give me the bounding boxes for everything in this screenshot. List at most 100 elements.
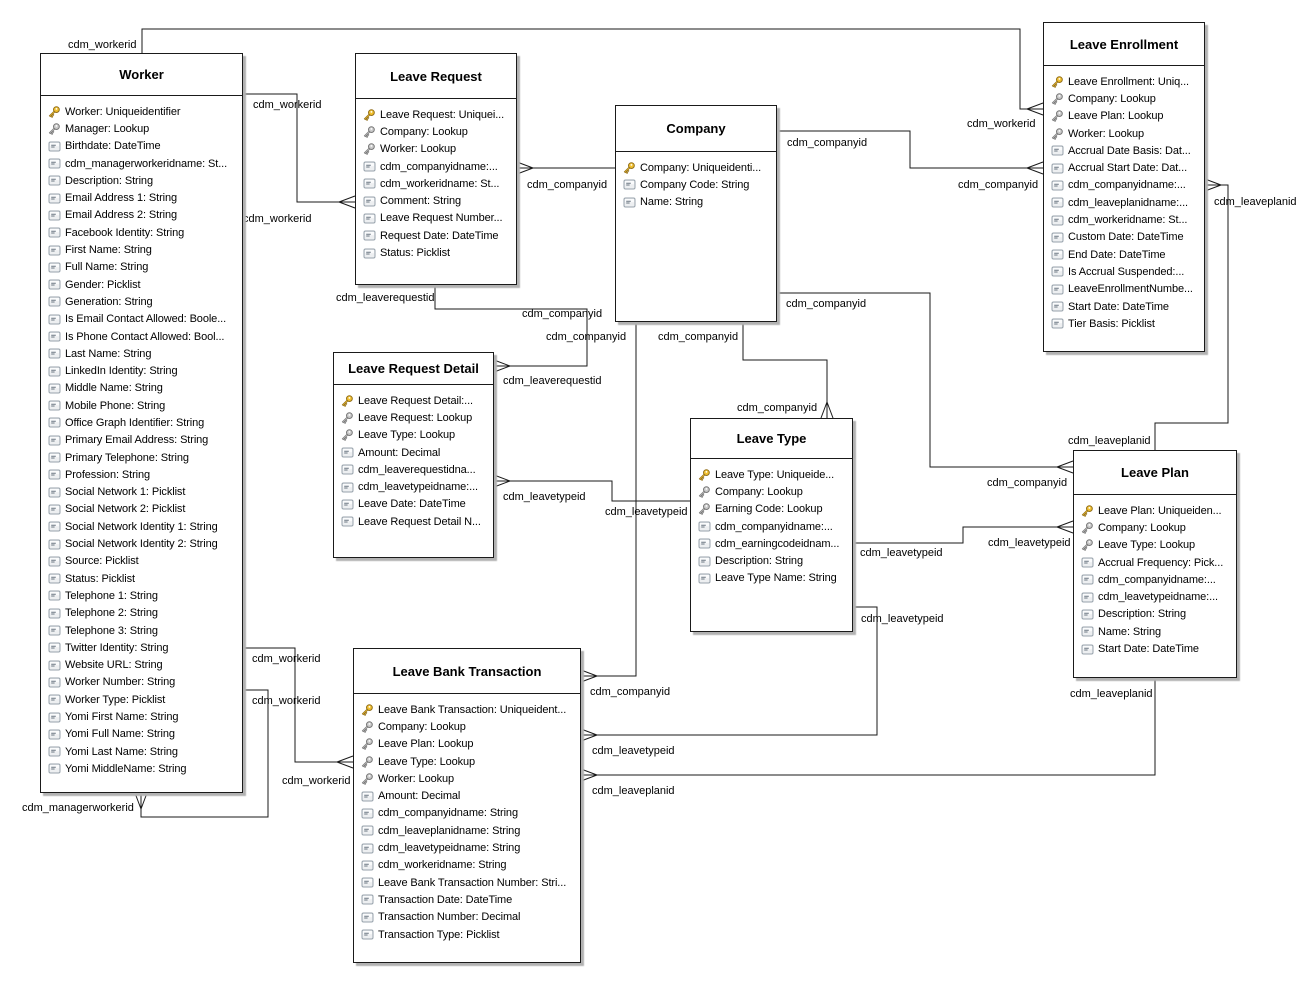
entity-field[interactable]: cdm_companyidname:... [1050,177,1201,194]
entity-field[interactable]: Comment: String [362,192,513,209]
entity-field[interactable]: Is Accrual Suspended:... [1050,263,1201,280]
entity-field[interactable]: cdm_companyidname:... [1080,571,1233,588]
entity-field[interactable]: Social Network Identity 1: String [47,518,239,535]
entity-field[interactable]: Worker: Lookup [362,141,513,158]
entity-field[interactable]: cdm_leaveplanidname:... [1050,194,1201,211]
entity-field[interactable]: Leave Request Number... [362,210,513,227]
entity-field[interactable]: Leave Type: Uniqueide... [697,466,849,483]
entity-field[interactable]: cdm_leaveplanidname: String [360,822,577,839]
entity-field[interactable]: Accrual Date Basis: Dat... [1050,142,1201,159]
entity-field[interactable]: Manager: Lookup [47,120,239,137]
entity-field[interactable]: Social Network Identity 2: String [47,535,239,552]
entity-field[interactable]: Worker: Lookup [360,770,577,787]
entity-field[interactable]: End Date: DateTime [1050,246,1201,263]
entity-field[interactable]: Company: Lookup [1050,90,1201,107]
entity-field[interactable]: LinkedIn Identity: String [47,362,239,379]
entity-field[interactable]: Telephone 2: String [47,605,239,622]
entity-field[interactable]: Generation: String [47,293,239,310]
entity-field[interactable]: Name: String [1080,623,1233,640]
entity-field[interactable]: Source: Picklist [47,553,239,570]
entity-field[interactable]: cdm_managerworkeridname: St... [47,155,239,172]
entity-field[interactable]: Last Name: String [47,345,239,362]
entity-field[interactable]: Leave Plan: Uniqueiden... [1080,502,1233,519]
entity-field[interactable]: Amount: Decimal [360,787,577,804]
entity-field[interactable]: Middle Name: String [47,380,239,397]
entity-field[interactable]: Description: String [1080,606,1233,623]
relationship-company-to-leave-request[interactable]: cdm_companyid [516,161,615,191]
entity-field[interactable]: cdm_workeridname: St... [362,175,513,192]
entity-field[interactable]: Full Name: String [47,259,239,276]
entity-field[interactable]: Leave Request Detail:... [340,392,490,409]
entity-field[interactable]: Earning Code: Lookup [697,501,849,518]
entity-field[interactable]: Leave Request: Uniquei... [362,106,513,123]
entity-field[interactable]: Leave Bank Transaction: Uniqueident... [360,701,577,718]
entity-field[interactable]: Worker Type: Picklist [47,691,239,708]
entity-field[interactable]: Transaction Number: Decimal [360,909,577,926]
entity-leave-enrollment[interactable]: Leave Enrollment Leave Enrollment: Uniq.… [1043,22,1205,352]
entity-field[interactable]: Social Network 2: Picklist [47,501,239,518]
entity-company[interactable]: Company Company: Uniqueidenti... Company… [615,105,777,322]
entity-field[interactable]: Company: Lookup [697,483,849,500]
entity-field[interactable]: Worker: Lookup [1050,125,1201,142]
entity-field[interactable]: Description: String [697,552,849,569]
entity-field[interactable]: Status: Picklist [47,570,239,587]
entity-field[interactable]: Facebook Identity: String [47,224,239,241]
entity-field[interactable]: Company: Lookup [1080,519,1233,536]
entity-field[interactable]: Start Date: DateTime [1080,640,1233,657]
entity-field[interactable]: cdm_leavetypeidname:... [1080,588,1233,605]
entity-field[interactable]: Tier Basis: Picklist [1050,315,1201,332]
entity-field[interactable]: cdm_companyidname:... [697,518,849,535]
entity-field[interactable]: Telephone 1: String [47,587,239,604]
entity-field[interactable]: Leave Bank Transaction Number: Stri... [360,874,577,891]
entity-field[interactable]: cdm_workeridname: String [360,857,577,874]
entity-field[interactable]: cdm_leavetypeidname: String [360,839,577,856]
entity-field[interactable]: Telephone 3: String [47,622,239,639]
entity-field[interactable]: Leave Enrollment: Uniq... [1050,73,1201,90]
entity-field[interactable]: Description: String [47,172,239,189]
entity-leave-request-detail[interactable]: Leave Request Detail Leave Request Detai… [333,352,494,558]
entity-field[interactable]: Yomi MiddleName: String [47,760,239,777]
entity-field[interactable]: Is Email Contact Allowed: Boole... [47,311,239,328]
entity-field[interactable]: Leave Type: Lookup [1080,537,1233,554]
entity-field[interactable]: Leave Plan: Lookup [360,736,577,753]
entity-field[interactable]: Amount: Decimal [340,444,490,461]
entity-field[interactable]: Worker: Uniqueidentifier [47,103,239,120]
entity-field[interactable]: First Name: String [47,241,239,258]
entity-field[interactable]: Yomi First Name: String [47,708,239,725]
entity-field[interactable]: Leave Type: Lookup [360,753,577,770]
entity-field[interactable]: Leave Request: Lookup [340,409,490,426]
entity-field[interactable]: cdm_companyidname:... [362,158,513,175]
entity-field[interactable]: Gender: Picklist [47,276,239,293]
entity-field[interactable]: LeaveEnrollmentNumbe... [1050,281,1201,298]
entity-field[interactable]: cdm_earningcodeidnam... [697,535,849,552]
entity-leave-type[interactable]: Leave Type Leave Type: Uniqueide... Comp… [690,418,853,632]
entity-field[interactable]: Leave Plan: Lookup [1050,108,1201,125]
entity-field[interactable]: Transaction Date: DateTime [360,891,577,908]
entity-field[interactable]: Birthdate: DateTime [47,138,239,155]
entity-field[interactable]: Email Address 1: String [47,189,239,206]
entity-field[interactable]: Social Network 1: Picklist [47,484,239,501]
entity-field[interactable]: cdm_workeridname: St... [1050,211,1201,228]
entity-field[interactable]: Name: String [622,194,773,211]
entity-field[interactable]: Company: Uniqueidenti... [622,159,773,176]
entity-field[interactable]: Yomi Last Name: String [47,743,239,760]
entity-field[interactable]: Company Code: String [622,176,773,193]
entity-field[interactable]: cdm_companyidname: String [360,805,577,822]
entity-field[interactable]: Primary Email Address: String [47,432,239,449]
entity-field[interactable]: cdm_leaverequestidna... [340,461,490,478]
entity-worker[interactable]: Worker Worker: Uniqueidentifier Manager:… [40,53,243,793]
entity-field[interactable]: Status: Picklist [362,244,513,261]
